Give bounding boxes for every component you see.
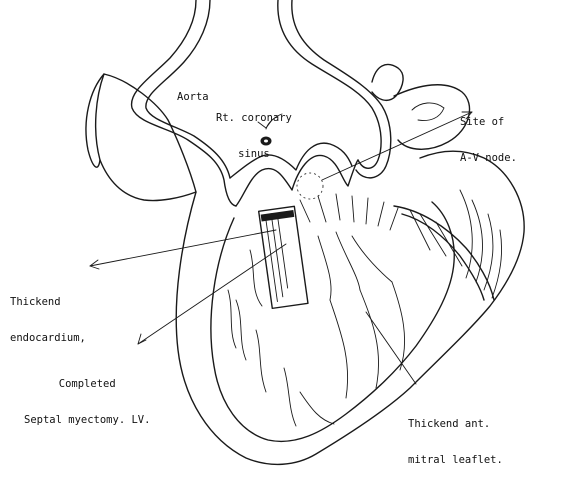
pointer-endocardium xyxy=(90,230,276,266)
label-av-node: Site of A-V node. xyxy=(460,92,517,176)
right-atrium xyxy=(394,85,470,150)
pointer-mitral xyxy=(366,312,416,384)
septal-hatch xyxy=(300,194,398,230)
label-mitral-leaflet: Thickend ant. mitral leaflet. xyxy=(408,394,503,478)
right-appendage xyxy=(372,64,403,100)
trabeculae-4 xyxy=(228,250,334,424)
trabeculae-1 xyxy=(236,300,296,426)
label-thickend-endocardium: Thickend endocardium, xyxy=(10,272,86,356)
trabeculae-2 xyxy=(330,282,405,398)
label-septal-myectomy: Completed Septal myectomy. LV. xyxy=(24,354,150,438)
pointer-myectomy xyxy=(138,244,286,344)
pointer-av-node xyxy=(322,112,472,180)
trabeculae-3 xyxy=(318,232,392,300)
av-node-circle xyxy=(297,173,323,199)
aorta-right-wall xyxy=(278,0,381,168)
myectomy-top-edge xyxy=(261,211,294,221)
right-wall-hatch xyxy=(460,190,502,298)
label-aorta: Aorta xyxy=(177,67,209,115)
label-rt-coronary-sinus: Rt. coronary sinus xyxy=(216,88,292,172)
atrium-detail xyxy=(412,103,444,121)
